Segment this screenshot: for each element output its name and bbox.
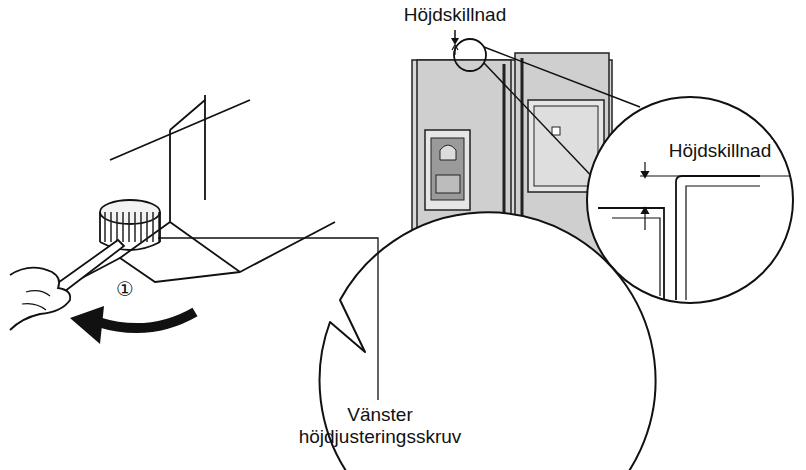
callout-number: ① [114,278,136,300]
adjust-screw-label: Vänster höjdjusteringsskruv [280,404,480,448]
height-adjust-screw-detail [10,95,335,344]
height-difference-label: Höjdskillnad [667,140,773,162]
door-profile-detail [598,162,790,300]
height-difference-label: Höjdskillnad [404,4,506,26]
